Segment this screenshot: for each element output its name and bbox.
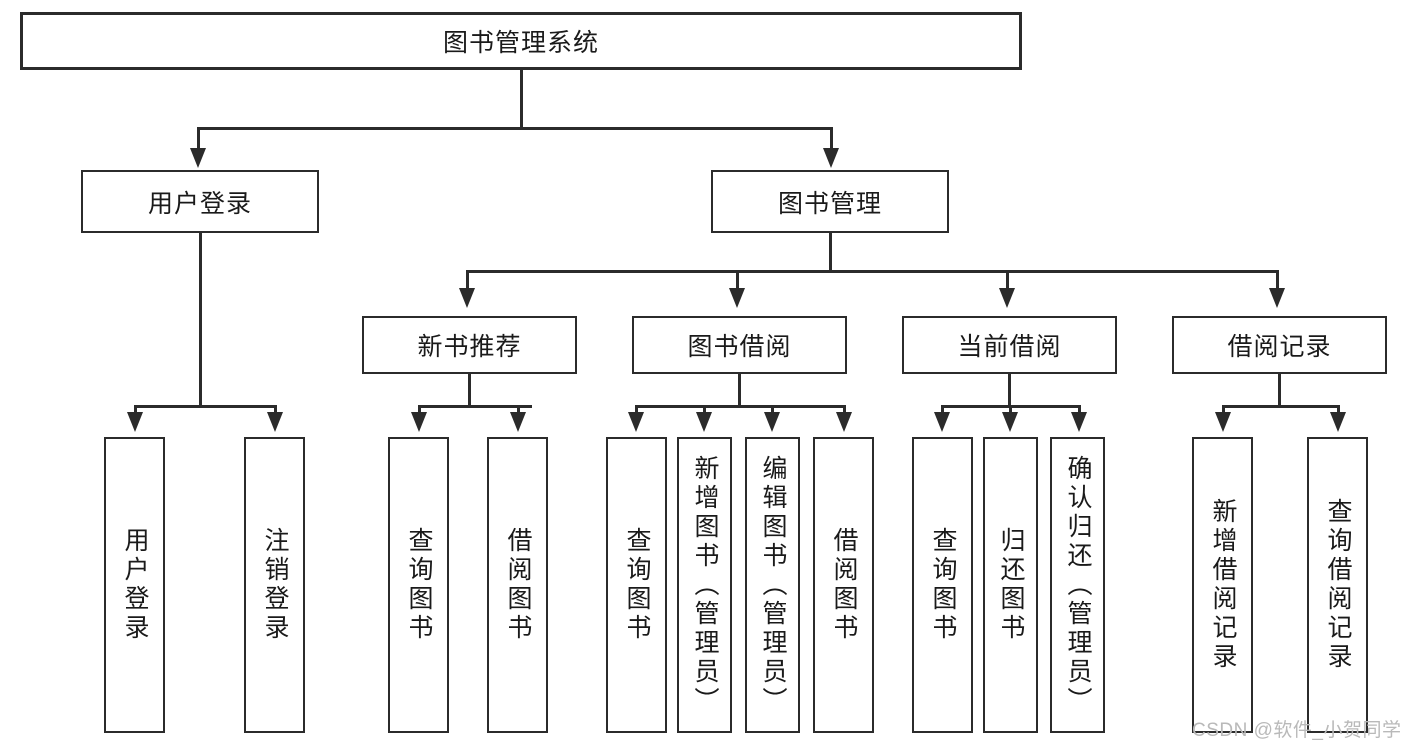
node-borrow-record[interactable]: 借阅记录 [1172,316,1387,374]
connector-level2-drop-3 [1006,270,1009,292]
node-label: 新增图书（管理员） [691,454,719,716]
node-book-management[interactable]: 图书管理 [711,170,949,233]
arrow-to-borrow-record [1269,288,1285,308]
connector-new-book-bus [418,405,532,408]
connector-level2-drop-2 [736,270,739,292]
node-label: 图书管理 [777,189,882,218]
node-label: 查询图书 [405,527,433,643]
leaf-return-book[interactable]: 归还图书 [983,437,1038,733]
connector-new-book-stem [468,374,471,405]
arrow-to-leaf-query-book-3 [934,412,950,432]
connector-level2-drop-4 [1276,270,1279,292]
connector-book-borrow-drop-3 [771,405,774,417]
node-label: 编辑图书（管理员） [759,454,787,716]
arrow-to-user-login [190,148,206,168]
arrow-to-book-borrow [729,288,745,308]
connector-current-borrow-drop-2 [1009,405,1012,417]
leaf-confirm-return[interactable]: 确认归还（管理员） [1050,437,1105,733]
csdn-watermark: CSDN @软件_小贺同学 [1192,720,1402,741]
connector-user-login-bus [134,405,277,408]
arrow-to-leaf-edit-book [764,412,780,432]
connector-user-login-drop-2 [274,405,277,417]
node-book-borrow[interactable]: 图书借阅 [632,316,847,374]
connector-book-management-stem [829,233,832,270]
connector-borrow-record-bus [1222,405,1339,408]
connector-book-borrow-bus [635,405,843,408]
leaf-query-book-2[interactable]: 查询图书 [606,437,667,733]
connector-current-borrow-stem [1008,374,1011,405]
connector-level1-drop-right [830,127,833,153]
node-label: 用户登录 [121,527,149,643]
connector-user-login-drop-1 [134,405,137,417]
node-user-login[interactable]: 用户登录 [81,170,319,233]
node-label: 借阅图书 [830,527,858,643]
connector-level2-bus [466,270,1278,273]
connector-borrow-record-stem [1278,374,1281,405]
node-label: 用户登录 [147,189,252,218]
node-label: 借阅记录 [1227,333,1332,361]
node-label: 当前借阅 [957,333,1062,361]
leaf-borrow-book-1[interactable]: 借阅图书 [487,437,548,733]
arrow-to-leaf-add-record [1215,412,1231,432]
connector-root-stem [520,70,523,127]
node-label: 新书推荐 [417,333,522,361]
leaf-add-book[interactable]: 新增图书（管理员） [677,437,732,733]
node-root-system[interactable]: 图书管理系统 [20,12,1022,70]
connector-level1-bus [197,127,833,130]
arrow-to-book-management [823,148,839,168]
node-label: 查询借阅记录 [1324,498,1352,672]
leaf-edit-book[interactable]: 编辑图书（管理员） [745,437,800,733]
node-new-book-recommend[interactable]: 新书推荐 [362,316,577,374]
connector-new-book-drop-2 [517,405,520,417]
node-label: 确认归还（管理员） [1064,454,1092,716]
arrow-to-leaf-query-book-1 [411,412,427,432]
arrow-to-leaf-query-book-2 [628,412,644,432]
arrow-to-leaf-borrow-book-2 [836,412,852,432]
connector-book-borrow-drop-1 [635,405,638,417]
arrow-to-leaf-user-login [127,412,143,432]
arrow-to-leaf-confirm-return [1071,412,1087,432]
arrow-to-leaf-add-book [696,412,712,432]
connector-user-login-stem [199,233,202,405]
node-label: 查询图书 [929,527,957,643]
node-label: 借阅图书 [504,527,532,643]
node-label: 图书管理系统 [442,29,599,57]
connector-book-borrow-drop-4 [843,405,846,417]
arrow-to-leaf-return-book [1002,412,1018,432]
arrow-to-current-borrow [999,288,1015,308]
node-label: 注销登录 [261,527,289,643]
connector-new-book-drop-1 [418,405,421,417]
connector-borrow-record-drop-2 [1337,405,1340,417]
connector-level1-drop-left [197,127,200,153]
arrow-to-leaf-logout-login [267,412,283,432]
leaf-add-record[interactable]: 新增借阅记录 [1192,437,1253,733]
arrow-to-leaf-query-record [1330,412,1346,432]
node-label: 查询图书 [623,527,651,643]
leaf-user-login[interactable]: 用户登录 [104,437,165,733]
leaf-borrow-book-2[interactable]: 借阅图书 [813,437,874,733]
leaf-query-record[interactable]: 查询借阅记录 [1307,437,1368,733]
arrow-to-leaf-borrow-book-1 [510,412,526,432]
connector-current-borrow-drop-3 [1078,405,1081,417]
leaf-query-book-1[interactable]: 查询图书 [388,437,449,733]
leaf-logout-login[interactable]: 注销登录 [244,437,305,733]
leaf-query-book-3[interactable]: 查询图书 [912,437,973,733]
node-label: 归还图书 [997,527,1025,643]
connector-book-borrow-drop-2 [703,405,706,417]
connector-borrow-record-drop-1 [1222,405,1225,417]
node-label: 新增借阅记录 [1209,498,1237,672]
node-label: 图书借阅 [687,333,792,361]
connector-current-borrow-drop-1 [941,405,944,417]
node-current-borrow[interactable]: 当前借阅 [902,316,1117,374]
connector-book-borrow-stem [738,374,741,405]
arrow-to-new-book-recommend [459,288,475,308]
connector-level2-drop-1 [466,270,469,292]
